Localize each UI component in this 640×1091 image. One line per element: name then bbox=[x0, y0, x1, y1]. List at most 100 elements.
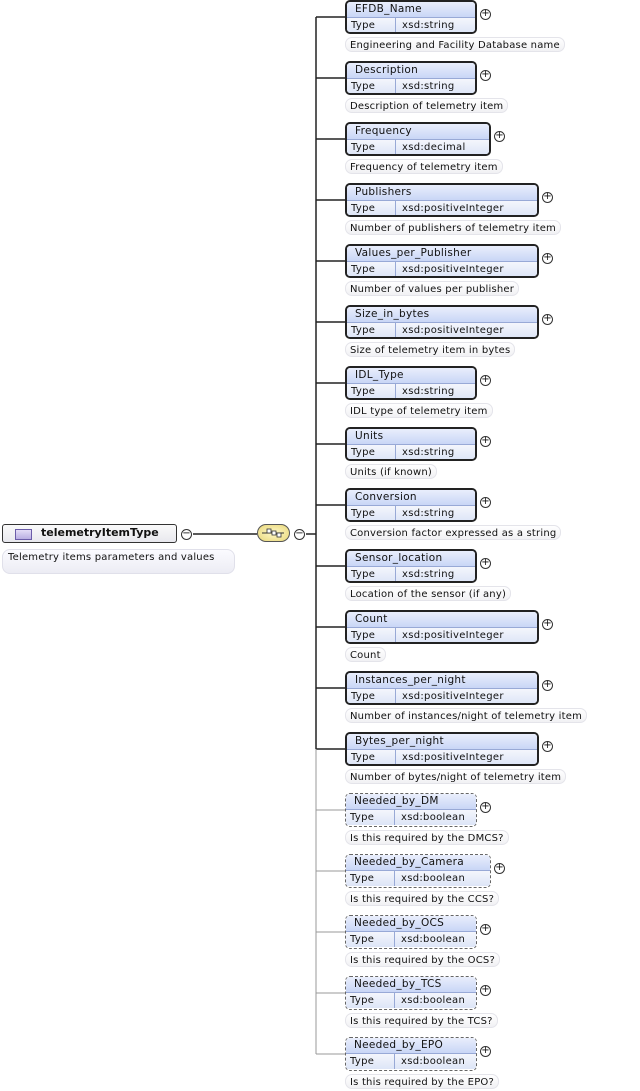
element-documentation: Frequency of telemetry item bbox=[345, 159, 503, 174]
type-key: Type bbox=[351, 628, 396, 642]
collapse-icon[interactable]: − bbox=[294, 528, 305, 540]
element-type: xsd:string bbox=[402, 447, 455, 458]
element-name: Needed_by_DM bbox=[346, 794, 476, 810]
element-name: Sensor_location bbox=[347, 551, 475, 567]
element-name: Count bbox=[347, 612, 537, 628]
type-key: Type bbox=[351, 384, 396, 398]
element-type: xsd:positiveInteger bbox=[402, 630, 504, 641]
expand-icon[interactable]: + bbox=[480, 435, 491, 447]
expand-icon[interactable]: + bbox=[542, 313, 553, 325]
type-key: Type bbox=[350, 1054, 395, 1069]
type-key: Type bbox=[351, 140, 396, 154]
element-name: Description bbox=[347, 63, 475, 79]
type-key: Type bbox=[350, 993, 395, 1008]
element-type: xsd:string bbox=[402, 81, 455, 92]
element-name: Needed_by_TCS bbox=[346, 977, 476, 993]
expand-icon[interactable]: + bbox=[480, 374, 491, 386]
expand-icon[interactable]: + bbox=[494, 862, 505, 874]
expand-icon[interactable]: + bbox=[542, 618, 553, 630]
element-type: xsd:positiveInteger bbox=[402, 203, 504, 214]
element-name: Publishers bbox=[347, 185, 537, 201]
root-complex-type[interactable]: telemetryItemType bbox=[2, 524, 177, 543]
expand-icon[interactable]: + bbox=[480, 801, 491, 813]
element-documentation: Number of instances/night of telemetry i… bbox=[345, 708, 588, 723]
element-documentation: Is this required by the OCS? bbox=[345, 952, 500, 967]
element-documentation: Location of the sensor (if any) bbox=[345, 586, 512, 601]
element-type: xsd:boolean bbox=[401, 1056, 466, 1067]
type-key: Type bbox=[351, 79, 396, 93]
collapse-icon[interactable]: − bbox=[181, 528, 192, 540]
element-documentation: Count bbox=[345, 647, 386, 662]
sequence-compositor-icon[interactable] bbox=[257, 524, 290, 542]
element-type: xsd:positiveInteger bbox=[402, 752, 504, 763]
element-type: xsd:string bbox=[402, 20, 455, 31]
expand-icon[interactable]: + bbox=[494, 130, 505, 142]
element-type-row: Type xsd:positiveInteger bbox=[347, 201, 537, 215]
element-type: xsd:string bbox=[402, 569, 455, 580]
element-name: Instances_per_night bbox=[347, 673, 537, 689]
expand-icon[interactable]: + bbox=[542, 679, 553, 691]
element-name: IDL_Type bbox=[347, 368, 475, 384]
element-name: Needed_by_Camera bbox=[346, 855, 490, 871]
element-name: Units bbox=[347, 429, 475, 445]
complex-type-icon bbox=[15, 529, 32, 540]
element-name: Frequency bbox=[347, 124, 489, 140]
expand-icon[interactable]: + bbox=[480, 496, 491, 508]
element-type: xsd:string bbox=[402, 508, 455, 519]
element-type-row: Type xsd:positiveInteger bbox=[347, 628, 537, 642]
type-key: Type bbox=[350, 871, 395, 886]
element-documentation: Units (if known) bbox=[345, 464, 437, 479]
element-type: xsd:decimal bbox=[402, 142, 466, 153]
type-key: Type bbox=[351, 750, 396, 764]
element-type: xsd:positiveInteger bbox=[402, 264, 504, 275]
type-key: Type bbox=[351, 567, 396, 581]
element-documentation: Number of bytes/night of telemetry item bbox=[345, 769, 567, 784]
element-documentation: Is this required by the TCS? bbox=[345, 1013, 498, 1028]
type-key: Type bbox=[351, 201, 396, 215]
expand-icon[interactable]: + bbox=[480, 984, 491, 996]
expand-icon[interactable]: + bbox=[542, 191, 553, 203]
expand-icon[interactable]: + bbox=[542, 740, 553, 752]
element-documentation: Is this required by the DMCS? bbox=[345, 830, 509, 845]
element-type-row: Type xsd:string bbox=[347, 567, 475, 581]
expand-icon[interactable]: + bbox=[480, 8, 491, 20]
element-name: Bytes_per_night bbox=[347, 734, 537, 750]
expand-icon[interactable]: + bbox=[480, 923, 491, 935]
expand-icon[interactable]: + bbox=[480, 69, 491, 81]
element-documentation: Number of publishers of telemetry item bbox=[345, 220, 561, 235]
element-type: xsd:boolean bbox=[401, 873, 466, 884]
element-type-row: Type xsd:boolean bbox=[346, 1054, 476, 1069]
expand-icon[interactable]: + bbox=[480, 1045, 491, 1057]
expand-icon[interactable]: + bbox=[480, 557, 491, 569]
element-type: xsd:boolean bbox=[401, 934, 466, 945]
root-documentation: Telemetry items parameters and values bbox=[2, 549, 235, 574]
expand-icon[interactable]: + bbox=[542, 252, 553, 264]
element-type-row: Type xsd:boolean bbox=[346, 871, 490, 886]
element-name: Conversion bbox=[347, 490, 475, 506]
element-documentation: Size of telemetry item in bytes bbox=[345, 342, 516, 357]
